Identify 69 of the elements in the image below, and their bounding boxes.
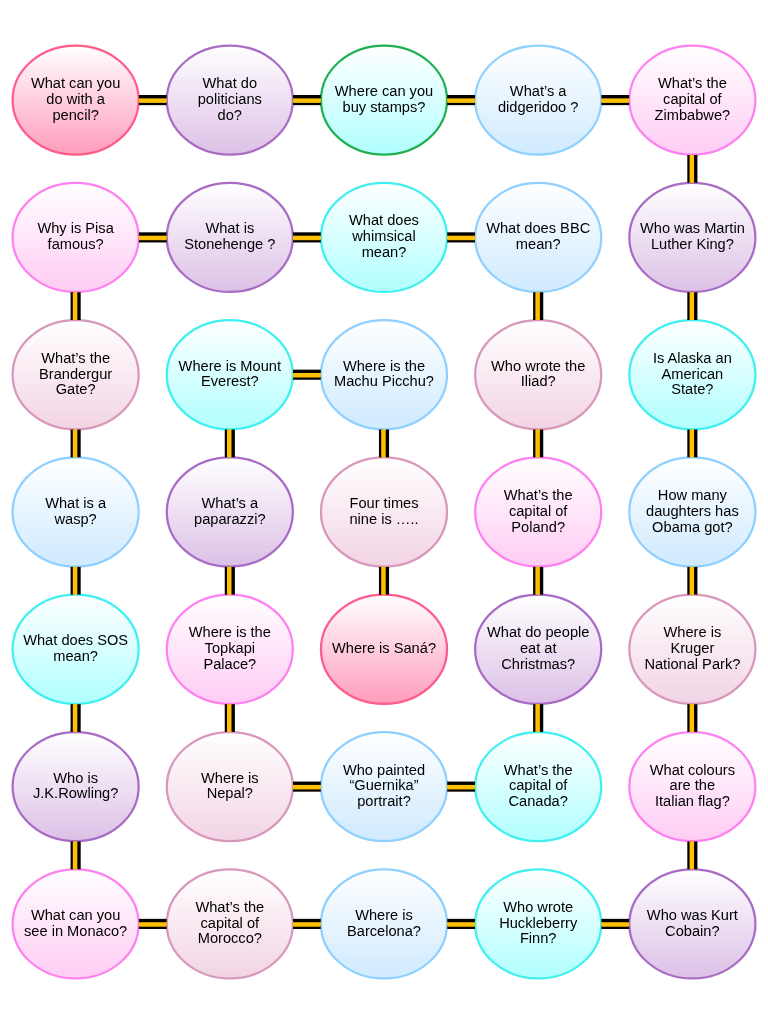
node-ellipse: Who painted “Guernika” portrait? (319, 730, 449, 843)
connector (70, 841, 81, 870)
node-ellipse: Why is Pisa famous? (11, 181, 140, 294)
connector (224, 704, 235, 732)
node-ellipse: How many daughters has Obama got? (628, 456, 757, 568)
connector (70, 566, 81, 595)
connector (70, 429, 81, 458)
connector (601, 918, 630, 929)
node-ellipse: What’s a paparazzi? (165, 456, 294, 568)
node-ellipse: What can you do with a pencil? (11, 44, 140, 156)
connector (70, 292, 81, 320)
node-ellipse: Four times nine is ….. (319, 456, 449, 568)
connector (293, 781, 321, 792)
node-ellipse: Who wrote Huckleberry Finn? (474, 868, 603, 980)
node-ellipse: Where is Saná? (319, 593, 449, 705)
node-ellipse: Who wrote the Iliad? (474, 319, 603, 431)
connector (293, 95, 321, 106)
connector (224, 566, 235, 595)
node-ellipse: Where is the Machu Picchu? (319, 319, 449, 431)
node-ellipse: Where is Kruger National Park? (628, 593, 757, 705)
connector (533, 292, 544, 320)
connector (138, 95, 167, 106)
connector (447, 918, 475, 929)
connector (601, 95, 630, 106)
node-ellipse: What can you see in Monaco? (11, 868, 140, 980)
node-ellipse: Who is J.K.Rowling? (11, 730, 140, 843)
node-ellipse: What’s the Brandergur Gate? (11, 319, 140, 431)
connector (293, 369, 321, 380)
connector (447, 232, 475, 243)
node-ellipse: Where can you buy stamps? (319, 44, 449, 156)
node-ellipse: What does BBC mean? (474, 181, 603, 294)
node-ellipse: What does whimsical mean? (319, 181, 449, 294)
node-ellipse: Where is Barcelona? (319, 868, 449, 980)
connector (533, 429, 544, 458)
connector (378, 566, 390, 595)
node-ellipse: Where is the Topkapi Palace? (165, 593, 294, 705)
connector (224, 429, 235, 458)
connector (378, 429, 390, 458)
connector (447, 781, 475, 792)
node-ellipse: What do people eat at Christmas? (474, 593, 603, 705)
node-ellipse: Who was Martin Luther King? (628, 181, 757, 294)
node-ellipse: What does SOS mean? (11, 593, 140, 705)
connector (533, 704, 544, 732)
connector (293, 232, 321, 243)
connector (687, 704, 698, 732)
node-ellipse: What’s the capital of Zimbabwe? (628, 44, 757, 156)
node-ellipse: Who was Kurt Cobain? (628, 868, 757, 980)
node-ellipse: Where is Mount Everest? (165, 319, 294, 431)
connector (70, 704, 81, 732)
node-ellipse: Where is Nepal? (165, 730, 294, 843)
connector (293, 918, 321, 929)
node-ellipse: Is Alaska an American State? (628, 319, 757, 431)
connector (447, 95, 475, 106)
connector (138, 232, 167, 243)
node-ellipse: What is Stonehenge ? (165, 181, 294, 294)
connector (533, 566, 544, 595)
node-ellipse: What’s the capital of Canada? (474, 730, 603, 843)
node-ellipse: What’s the capital of Poland? (474, 456, 603, 568)
node-ellipse: What’s a didgeridoo ? (474, 44, 603, 156)
node-ellipse: What’s the capital of Morocco? (165, 868, 294, 980)
connector (687, 154, 698, 183)
node-ellipse: What do politicians do? (165, 44, 294, 156)
connector (687, 429, 698, 458)
connector (687, 841, 698, 870)
connector (687, 292, 698, 320)
node-ellipse: What is a wasp? (11, 456, 140, 568)
connector (138, 918, 167, 929)
connector (687, 566, 698, 595)
node-ellipse: What colours are the Italian flag? (628, 730, 757, 843)
